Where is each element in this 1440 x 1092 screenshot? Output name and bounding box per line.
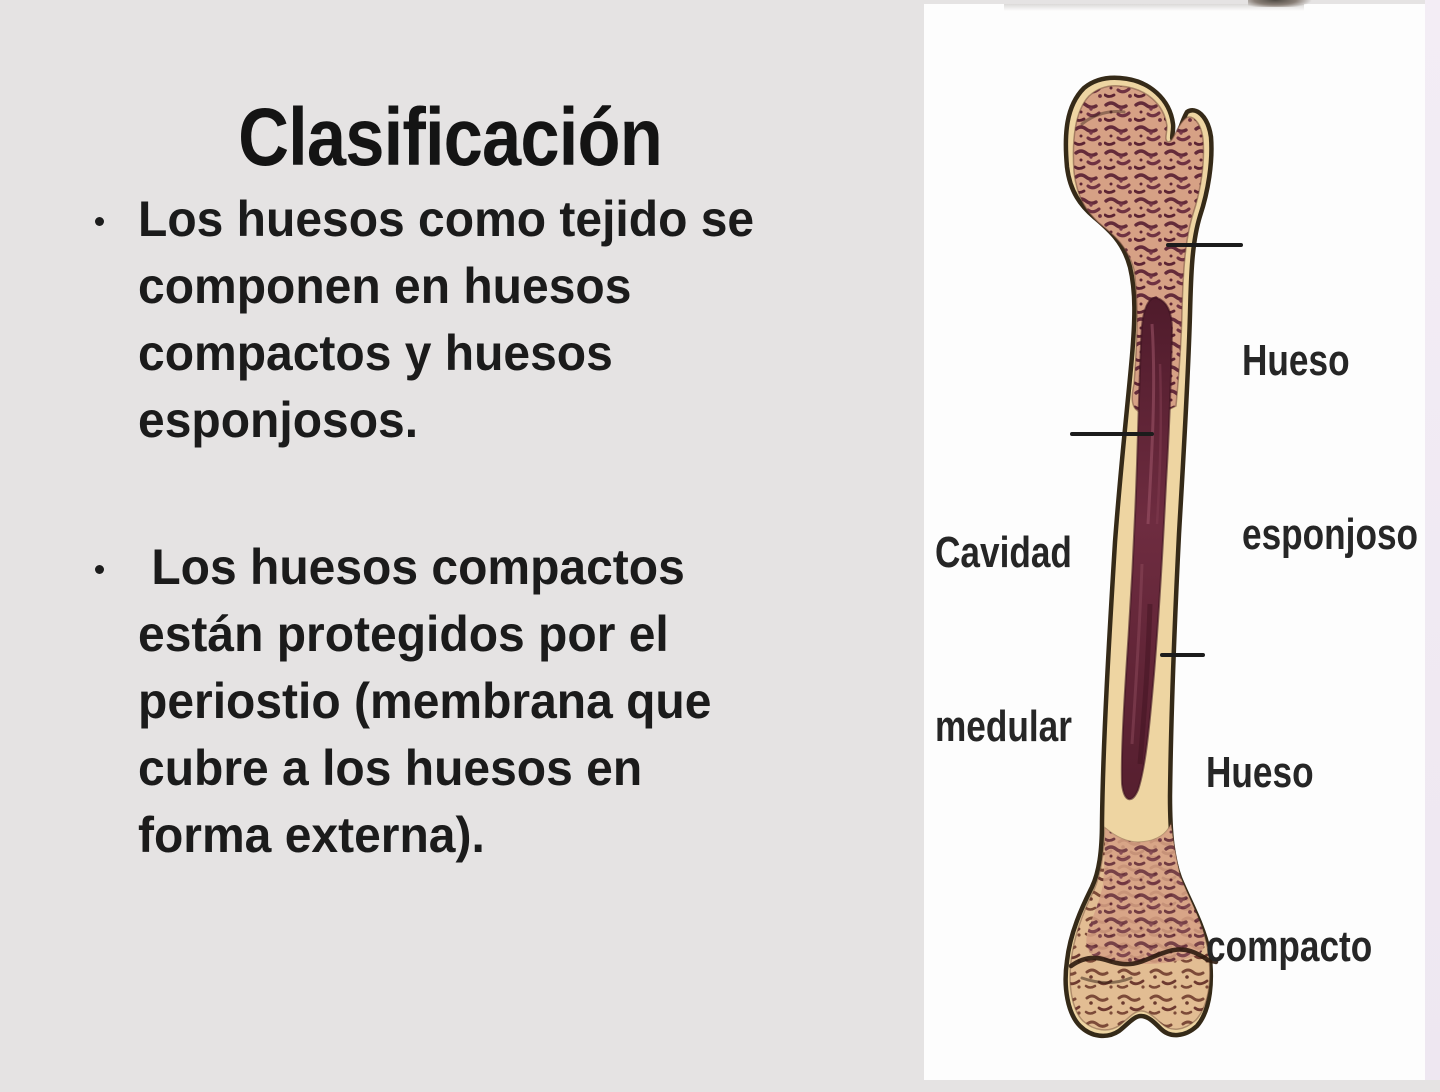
figure-label-hueso-esponjoso: Hueso esponjoso bbox=[1242, 216, 1418, 680]
top-edge-smudge bbox=[1248, 0, 1326, 7]
bullet-2-text: Los huesos compactos están protegidos po… bbox=[138, 534, 735, 869]
label-line: esponjoso bbox=[1242, 510, 1419, 559]
right-edge-strip bbox=[1425, 0, 1440, 1080]
bullet-dot-icon bbox=[95, 565, 104, 574]
text-line: están protegidos por el bbox=[138, 606, 669, 662]
figure-label-hueso-compacto: Hueso compacto bbox=[1206, 628, 1372, 1092]
label-line: compacto bbox=[1206, 922, 1373, 971]
bullet-item-1: Los huesos como tejido se componen en hu… bbox=[95, 186, 780, 454]
marrow-streak bbox=[1146, 323, 1156, 525]
text-line: Los huesos como tejido se bbox=[138, 191, 755, 247]
text-line: periostio (membrana que bbox=[138, 673, 712, 729]
slide-title: Clasificación bbox=[238, 91, 663, 183]
figure-label-cavidad-medular: Cavidad medular bbox=[935, 408, 1072, 872]
bone-figure-panel: Hueso esponjoso Cavidad medular Hueso co… bbox=[924, 4, 1425, 1080]
bone-illustration bbox=[1063, 75, 1219, 1039]
marrow-streak bbox=[1155, 363, 1163, 525]
marrow-streak bbox=[1130, 563, 1144, 745]
text-line: cubre a los huesos en bbox=[138, 740, 643, 796]
label-line: Hueso bbox=[1206, 748, 1314, 797]
bullet-1-text: Los huesos como tejido se componen en hu… bbox=[138, 186, 780, 454]
text-line: esponjosos. bbox=[138, 392, 419, 448]
marrow-streak bbox=[1137, 603, 1153, 765]
metaphysis-dark-band bbox=[1086, 824, 1205, 965]
leader-line-cavidad-medular bbox=[1070, 432, 1154, 436]
label-line: Cavidad bbox=[935, 528, 1072, 577]
bullet-item-2: Los huesos compactos están protegidos po… bbox=[95, 534, 735, 869]
label-line: Hueso bbox=[1242, 336, 1350, 385]
text-line: forma externa). bbox=[138, 807, 485, 863]
text-line: componen en huesos bbox=[138, 258, 632, 314]
bullet-dot-icon bbox=[95, 217, 104, 226]
panel-top-shading bbox=[1004, 4, 1304, 11]
head-crack-line bbox=[1080, 110, 1126, 126]
text-line: compactos y huesos bbox=[138, 325, 613, 381]
leader-line-hueso-compacto bbox=[1160, 653, 1205, 657]
epiphyseal-line bbox=[1068, 947, 1219, 969]
label-line: medular bbox=[935, 702, 1072, 751]
epiphyseal-line-secondary bbox=[1080, 976, 1133, 984]
text-line: Los huesos compactos bbox=[138, 539, 685, 595]
leader-line-hueso-esponjoso bbox=[1166, 243, 1243, 247]
